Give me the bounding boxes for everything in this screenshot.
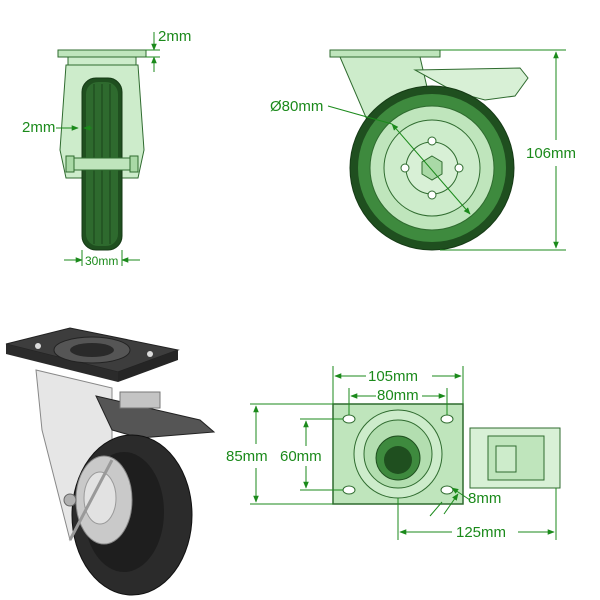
dim-wheel-width: 30mm — [85, 254, 118, 268]
top-plate-view: 105mm 80mm 85mm 60mm 8mm 125mm — [226, 366, 561, 541]
swivel-race — [67, 56, 137, 66]
dim-overall-length: 125mm — [456, 524, 506, 541]
front-view: Ø80mm 106mm — [270, 49, 576, 251]
swivel-caster-with-brake-photo — [5, 327, 216, 596]
dim-hole-diameter: 8mm — [468, 490, 501, 507]
dim-hole-spacing-x: 80mm — [377, 387, 419, 404]
axle — [69, 157, 135, 171]
dim-plate-width: 105mm — [368, 368, 418, 385]
dim-overall-height: 106mm — [526, 145, 576, 162]
top-plate — [57, 49, 147, 58]
axle-nut-left — [65, 155, 75, 173]
dim-fork-thickness: 2mm — [22, 119, 55, 136]
side-view: 2mm 2mm 30mm — [22, 28, 191, 268]
dim-top-plate-thickness: 2mm — [158, 28, 191, 45]
kingpin — [384, 446, 412, 474]
bolt-hole — [440, 414, 454, 424]
bolt-hole — [342, 414, 356, 424]
dim-wheel-diameter: Ø80mm — [270, 98, 323, 115]
dim-plate-height: 85mm — [226, 448, 268, 465]
top-plate — [329, 49, 441, 58]
dim-hole-spacing-y: 60mm — [280, 448, 322, 465]
axle-nut-right — [129, 155, 139, 173]
bolt-hole — [342, 485, 356, 495]
bolt-hole — [440, 485, 454, 495]
